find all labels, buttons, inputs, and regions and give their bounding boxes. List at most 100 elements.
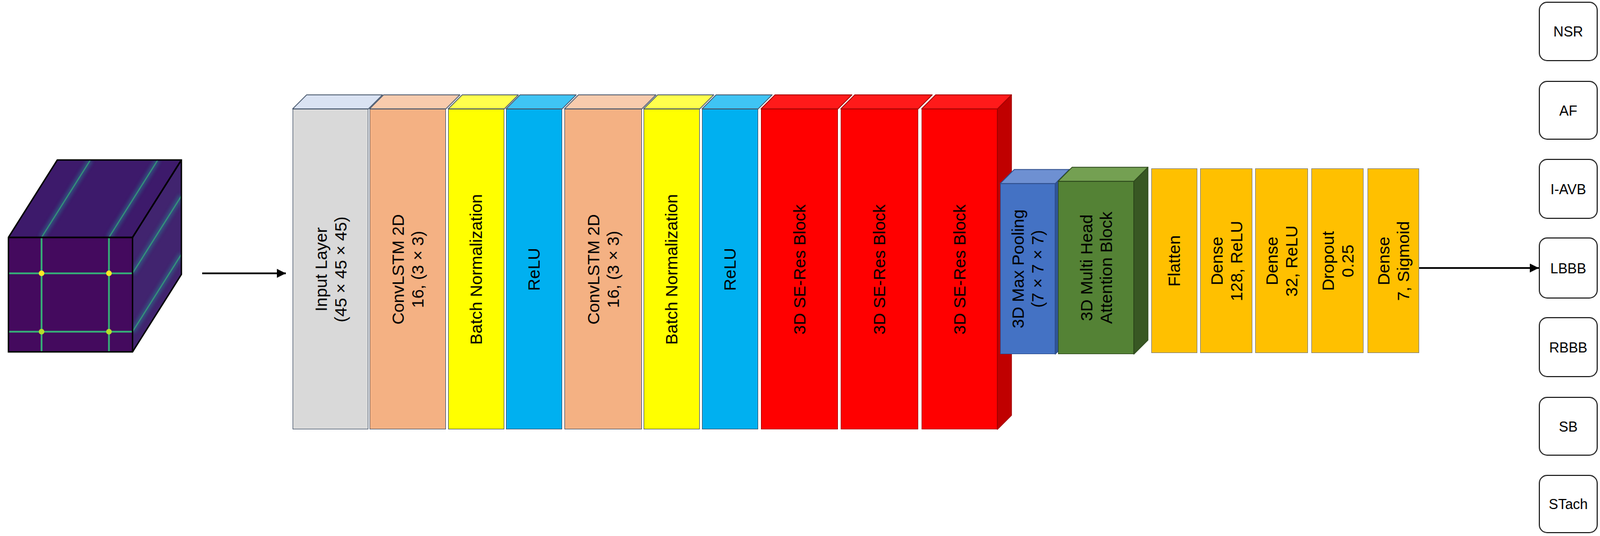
layer-block: 3D SE-Res Block (760, 108, 838, 430)
label-stack: Dropout0.25 (1318, 230, 1357, 291)
layer-label: Batch Normalization (662, 193, 682, 345)
layer-block: ConvLSTM 2D16, (3 × 3) (564, 108, 642, 430)
label-stack: AF (1559, 102, 1578, 119)
layer-label: Dense (1206, 220, 1227, 302)
label-stack: ConvLSTM 2D16, (3 × 3) (584, 213, 623, 325)
layer-label: (7 × 7 × 7) (1027, 209, 1048, 329)
block-top-face (564, 94, 656, 109)
input-arrow (202, 272, 286, 275)
block-top-face (369, 94, 460, 109)
layer-label: AF (1559, 102, 1578, 119)
block-top-face (921, 94, 1012, 109)
layer-block: Input Layer(45 × 45 × 45) (292, 108, 369, 430)
cube-top-pattern (32, 160, 158, 238)
layer-label: 16, (3 × 3) (603, 213, 623, 325)
layer-label: 3D SE-Res Block (789, 204, 810, 335)
label-stack: 3D SE-Res Block (869, 204, 890, 335)
layer-label: ReLU (720, 247, 741, 291)
block-top-face (702, 94, 773, 109)
layer-label: RBBB (1548, 339, 1588, 356)
label-stack: STach (1548, 496, 1588, 513)
label-stack: Batch Normalization (662, 193, 682, 345)
layer-label: Dense (1373, 221, 1394, 302)
cube-outline (8, 160, 182, 353)
cube-edge (131, 237, 134, 353)
class-output-box: LBBB (1538, 237, 1598, 299)
block-top-face (1058, 167, 1148, 182)
layer-block: Dense7, Sigmoid (1367, 168, 1420, 354)
layer-label: Input Layer (311, 216, 331, 322)
label-stack: 3D SE-Res Block (949, 204, 970, 335)
label-stack: ReLU (524, 247, 545, 291)
layer-label: Flatten (1164, 235, 1185, 287)
label-stack: Dense128, ReLU (1206, 220, 1246, 302)
label-stack: ReLU (720, 247, 741, 291)
cube-edges (8, 160, 182, 238)
layer-label: 0.25 (1337, 230, 1358, 291)
layer-label: Batch Normalization (466, 193, 487, 345)
cube-edge (8, 236, 133, 239)
label-stack: LBBB (1550, 260, 1587, 277)
layer-block: ReLU (506, 108, 563, 430)
layer-label: Dense (1262, 225, 1283, 297)
layer-label: NSR (1553, 23, 1584, 40)
class-output-box: AF (1538, 80, 1598, 140)
cube-front-face (8, 237, 133, 353)
label-stack: RBBB (1548, 339, 1588, 356)
label-stack: SB (1559, 418, 1578, 435)
layer-label: Dropout (1318, 230, 1338, 291)
label-stack: Dense32, ReLU (1262, 225, 1302, 297)
layer-block: Batch Normalization (643, 108, 700, 430)
block-top-face (840, 94, 933, 109)
layer-label: 7, Sigmoid (1393, 221, 1413, 302)
layer-block: ConvLSTM 2D16, (3 × 3) (369, 108, 446, 430)
layer-label: STach (1548, 496, 1588, 513)
layer-label: 3D SE-Res Block (869, 204, 890, 335)
layer-label: ReLU (524, 247, 545, 291)
layer-label: (45 × 45 × 45) (330, 216, 351, 322)
label-stack: ConvLSTM 2D16, (3 × 3) (388, 213, 428, 325)
layer-label: 16, (3 × 3) (407, 213, 428, 325)
class-output-box: SB (1538, 397, 1598, 457)
label-stack: Batch Normalization (466, 193, 487, 345)
block-top-face (506, 94, 577, 109)
layer-label: I-AVB (1550, 180, 1586, 198)
class-output-box: I-AVB (1538, 158, 1598, 220)
cube-front-pattern (8, 237, 133, 353)
layer-block: Dense128, ReLU (1200, 168, 1253, 354)
class-output-box: STach (1538, 475, 1598, 534)
layer-block: Batch Normalization (448, 108, 505, 430)
label-stack: 3D Max Pooling(7 × 7 × 7) (1008, 209, 1048, 329)
layer-label: 3D Max Pooling (1008, 209, 1029, 329)
block-side-face (1133, 167, 1148, 355)
layer-label: 32, ReLU (1281, 225, 1302, 297)
layer-label: ConvLSTM 2D (584, 213, 604, 325)
layer-block: 3D Max Pooling(7 × 7 × 7) (1000, 183, 1056, 355)
label-stack: 3D Multi Head Attention Block (1076, 197, 1116, 339)
layer-block: 3D Multi Head Attention Block (1058, 181, 1134, 355)
cube-right-pattern (132, 195, 182, 332)
block-top-face (292, 94, 383, 109)
layer-block: 3D SE-Res Block (921, 108, 998, 430)
label-stack: NSR (1553, 23, 1584, 40)
layer-label: ConvLSTM 2D (388, 213, 409, 325)
layer-label: 128, ReLU (1226, 220, 1247, 302)
layer-label: SB (1559, 418, 1578, 435)
label-stack: Flatten (1164, 235, 1185, 287)
layer-label: 3D SE-Res Block (949, 204, 970, 335)
label-stack: I-AVB (1550, 180, 1586, 198)
block-top-face (643, 94, 714, 109)
label-stack: 3D SE-Res Block (789, 204, 810, 335)
layer-block: Flatten (1151, 168, 1198, 354)
label-stack: Dense7, Sigmoid (1373, 221, 1413, 302)
layer-label: LBBB (1550, 260, 1587, 277)
layer-block: Dropout0.25 (1311, 168, 1364, 354)
class-output-box: NSR (1538, 1, 1598, 62)
cube-edge (132, 160, 182, 238)
layer-label: 3D Multi Head Attention Block (1076, 197, 1116, 339)
layer-block: ReLU (702, 108, 759, 430)
label-stack: Input Layer(45 × 45 × 45) (311, 216, 350, 322)
flow-arrow (1419, 267, 1540, 270)
class-output-box: RBBB (1538, 317, 1598, 378)
